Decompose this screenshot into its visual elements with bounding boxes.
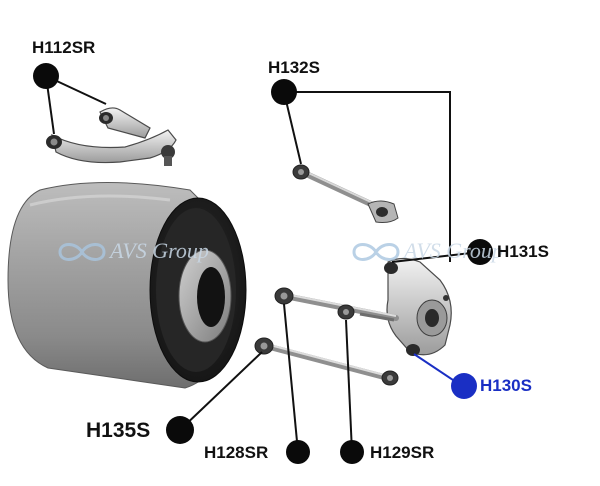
infinity-logo-icon (58, 243, 106, 261)
rear-knuckle-image (384, 257, 452, 356)
part-label-h129sr: H129SR (370, 443, 435, 462)
link-rod-image (254, 337, 399, 386)
control-arm-image (46, 107, 177, 166)
link-rod-image (274, 287, 399, 322)
infinity-logo-icon (352, 243, 400, 261)
part-label-h128sr: H128SR (204, 443, 269, 462)
watermark-text: AVS Group (110, 238, 209, 263)
watermark-text: AVS Group (404, 238, 503, 263)
part-label-h130s: H130S (480, 376, 532, 395)
bushing-image (7, 182, 247, 389)
part-label-h131s: H131S (497, 242, 549, 261)
part-label-h135s: H135S (86, 419, 151, 442)
part-label-h112sr: H112SR (32, 38, 96, 57)
marker-dot-icon (33, 63, 493, 464)
part-label-h132s: H132S (268, 58, 320, 77)
marker-dot-icon-highlight (451, 373, 477, 399)
link-rod-image (292, 164, 399, 223)
